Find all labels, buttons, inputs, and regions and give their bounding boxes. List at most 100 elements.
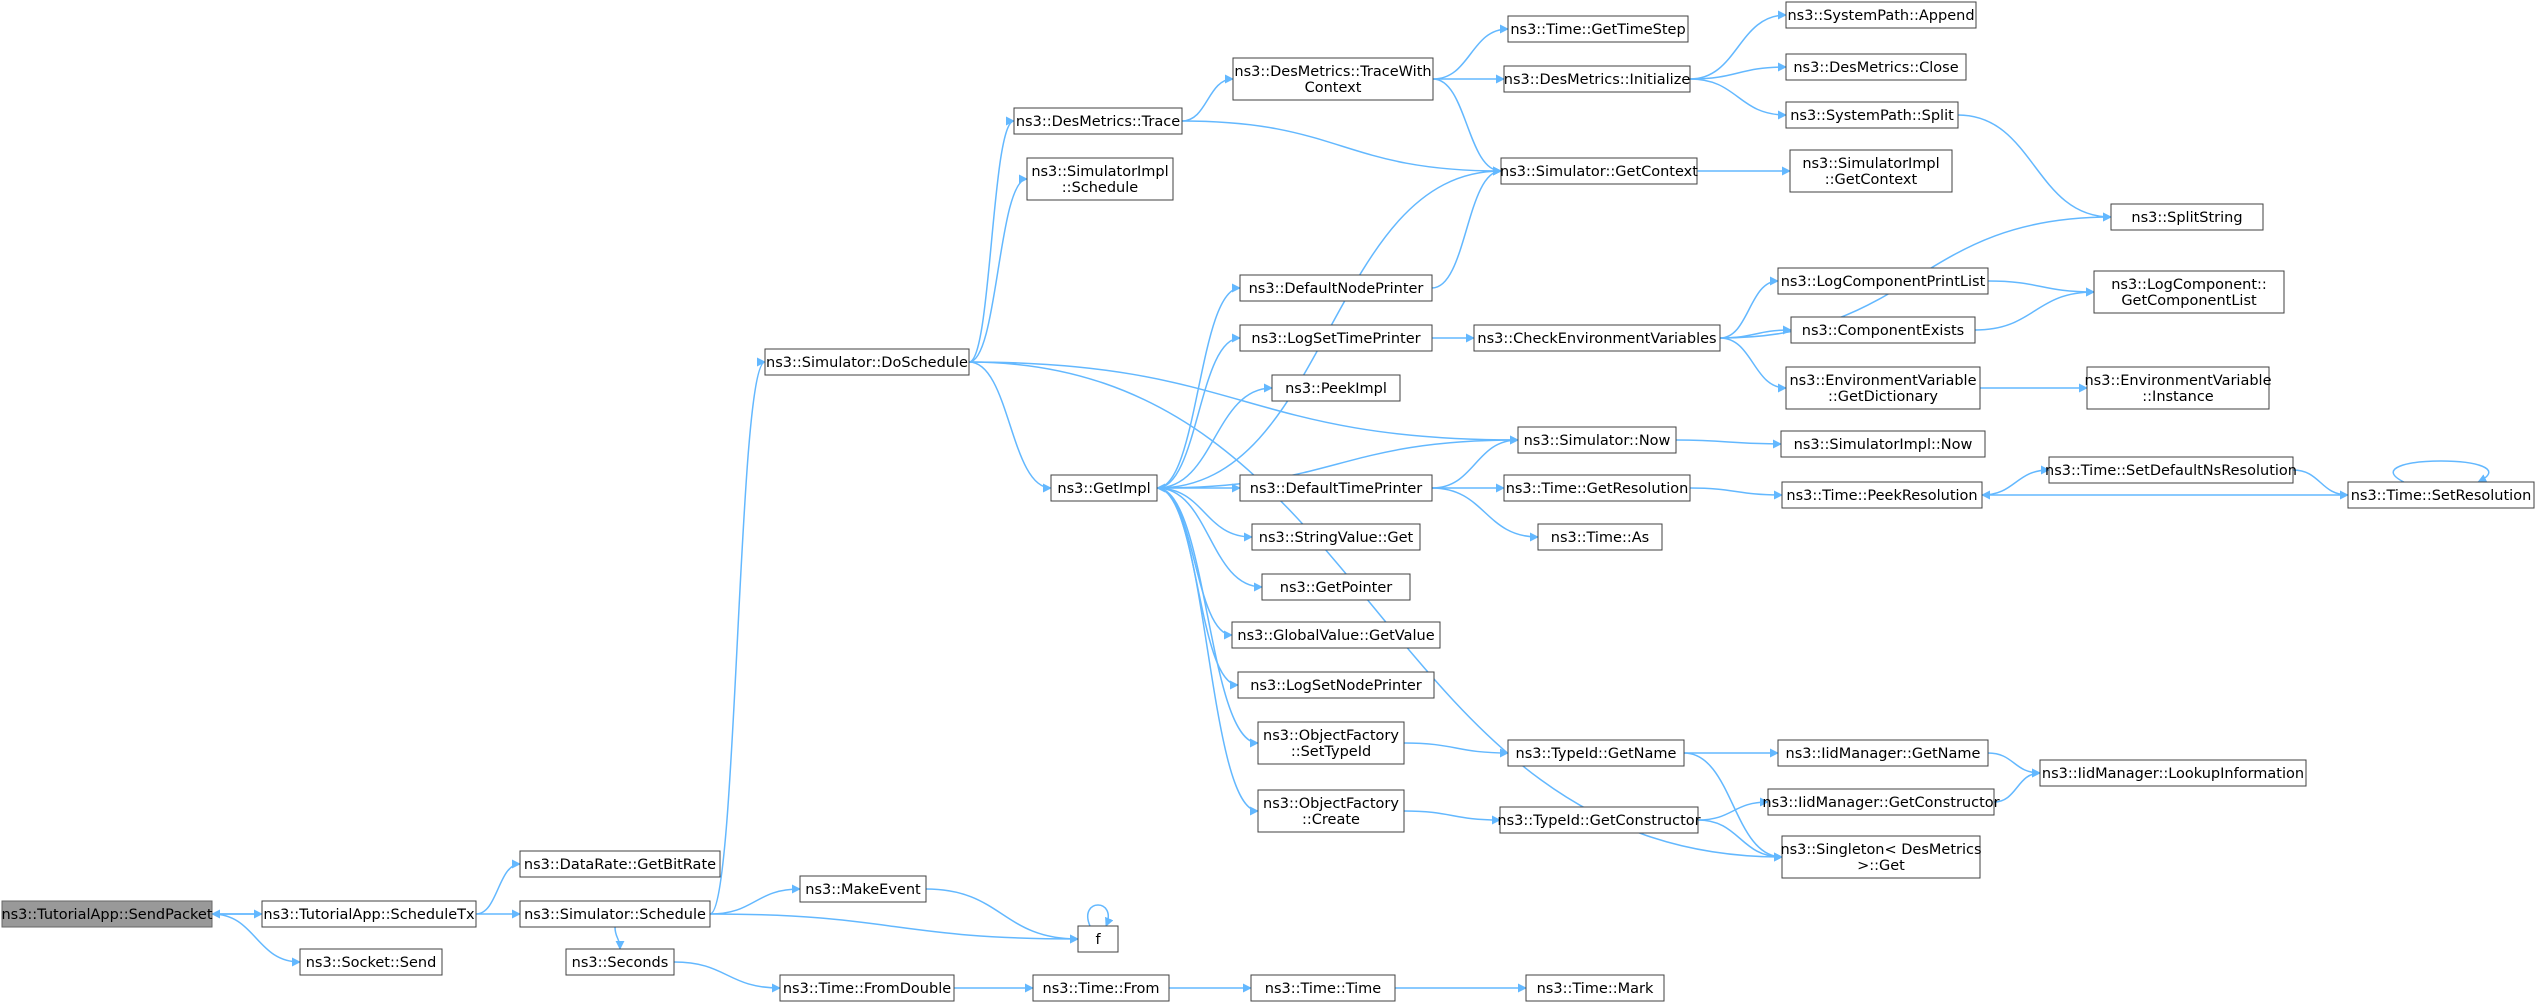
- node-socketsend[interactable]: ns3::Socket::Send: [299, 948, 443, 976]
- node-scheduletx[interactable]: ns3::TutorialApp::ScheduleTx: [261, 900, 477, 928]
- node-logcompprintlist[interactable]: ns3::LogComponentPrintList: [1777, 267, 1989, 295]
- node-box-destrace[interactable]: [1013, 107, 1183, 135]
- node-box-desclose[interactable]: [1785, 53, 1967, 81]
- node-box-timefrom[interactable]: [1032, 974, 1170, 1002]
- node-fromdouble[interactable]: ns3::Time::FromDouble: [779, 974, 955, 1002]
- node-box-tracewithcontext[interactable]: [1232, 57, 1434, 101]
- node-singletonget[interactable]: ns3::Singleton< DesMetrics >::Get: [1780, 835, 1982, 879]
- node-gettimestep[interactable]: ns3::Time::GetTimeStep: [1507, 15, 1689, 43]
- node-box-splitstring[interactable]: [2110, 203, 2264, 231]
- node-box-timemark[interactable]: [1525, 974, 1665, 1002]
- node-box-logsetnodeprinter[interactable]: [1237, 671, 1435, 699]
- node-box-timetime[interactable]: [1250, 974, 1396, 1002]
- node-logsetnodeprinter[interactable]: ns3::LogSetNodePrinter: [1237, 671, 1435, 699]
- node-box-getresolution[interactable]: [1503, 474, 1691, 502]
- node-box-getpointer[interactable]: [1261, 573, 1411, 601]
- node-box-getcontext[interactable]: [1500, 157, 1698, 185]
- node-f[interactable]: f: [1077, 925, 1119, 953]
- node-peekimpl[interactable]: ns3::PeekImpl: [1271, 374, 1401, 402]
- node-desinit[interactable]: ns3::DesMetrics::Initialize: [1503, 65, 1691, 93]
- node-timefrom[interactable]: ns3::Time::From: [1032, 974, 1170, 1002]
- node-box-doschedule[interactable]: [764, 348, 970, 376]
- node-box-peekimpl[interactable]: [1271, 374, 1401, 402]
- node-box-gettimestep[interactable]: [1507, 15, 1689, 43]
- node-box-objcreate[interactable]: [1257, 789, 1405, 833]
- node-box-simnow[interactable]: [1517, 426, 1677, 454]
- node-splitstring[interactable]: ns3::SplitString: [2110, 203, 2264, 231]
- node-box-objsettypeid[interactable]: [1257, 721, 1405, 765]
- node-box-peekresolution[interactable]: [1781, 481, 1983, 509]
- node-typeidgetname[interactable]: ns3::TypeId::GetName: [1507, 739, 1685, 767]
- node-getcontext[interactable]: ns3::Simulator::GetContext: [1500, 157, 1698, 185]
- node-pathappend[interactable]: ns3::SystemPath::Append: [1785, 1, 1977, 29]
- node-stringvalueget[interactable]: ns3::StringValue::Get: [1251, 523, 1421, 551]
- node-box-defnodeprinter[interactable]: [1239, 274, 1433, 302]
- node-objcreate[interactable]: ns3::ObjectFactory::Create: [1257, 789, 1405, 833]
- node-typeidgetctor[interactable]: ns3::TypeId::GetConstructor: [1497, 806, 1701, 834]
- node-deftimeprinter[interactable]: ns3::DefaultTimePrinter: [1239, 474, 1433, 502]
- node-box-envinstance[interactable]: [2086, 366, 2270, 410]
- node-box-compexists[interactable]: [1790, 316, 1976, 344]
- node-timemark[interactable]: ns3::Time::Mark: [1525, 974, 1665, 1002]
- node-box-implnow[interactable]: [1780, 430, 1986, 458]
- node-box-f[interactable]: [1077, 925, 1119, 953]
- node-box-logsettimeprinter[interactable]: [1239, 324, 1433, 352]
- node-box-lookupinfo[interactable]: [2039, 759, 2307, 787]
- node-box-iidgetctor[interactable]: [1767, 788, 1995, 816]
- node-setdefaultns[interactable]: ns3::Time::SetDefaultNsResolution: [2045, 456, 2297, 484]
- node-destrace[interactable]: ns3::DesMetrics::Trace: [1013, 107, 1183, 135]
- node-lookupinfo[interactable]: ns3::IidManager::LookupInformation: [2039, 759, 2307, 787]
- node-box-socketsend[interactable]: [299, 948, 443, 976]
- node-box-stringvalueget[interactable]: [1251, 523, 1421, 551]
- node-simschedule[interactable]: ns3::Simulator::Schedule: [519, 900, 711, 928]
- node-defnodeprinter[interactable]: ns3::DefaultNodePrinter: [1239, 274, 1433, 302]
- node-box-implgetcontext[interactable]: [1789, 149, 1953, 193]
- node-objsettypeid[interactable]: ns3::ObjectFactory::SetTypeId: [1257, 721, 1405, 765]
- node-iidgetctor[interactable]: ns3::IidManager::GetConstructor: [1762, 788, 2000, 816]
- node-checkenv[interactable]: ns3::CheckEnvironmentVariables: [1473, 324, 1721, 352]
- node-seconds[interactable]: ns3::Seconds: [565, 948, 675, 976]
- node-setresolution[interactable]: ns3::Time::SetResolution: [2347, 481, 2535, 509]
- node-box-typeidgetctor[interactable]: [1499, 806, 1699, 834]
- node-implnow[interactable]: ns3::SimulatorImpl::Now: [1780, 430, 1986, 458]
- node-simnow[interactable]: ns3::Simulator::Now: [1517, 426, 1677, 454]
- node-iidgetname[interactable]: ns3::IidManager::GetName: [1777, 739, 1989, 767]
- node-peekresolution[interactable]: ns3::Time::PeekResolution: [1781, 481, 1983, 509]
- node-box-simimplschedule[interactable]: [1026, 157, 1174, 201]
- node-getimpl[interactable]: ns3::GetImpl: [1050, 474, 1158, 502]
- node-box-pathappend[interactable]: [1785, 1, 1977, 29]
- node-box-getimpl[interactable]: [1050, 474, 1158, 502]
- node-box-sendpacket[interactable]: [1, 900, 213, 928]
- node-box-setresolution[interactable]: [2347, 481, 2535, 509]
- node-box-makeevent[interactable]: [799, 875, 927, 903]
- node-box-fromdouble[interactable]: [779, 974, 955, 1002]
- node-globalgetvalue[interactable]: ns3::GlobalValue::GetValue: [1231, 621, 1441, 649]
- node-box-desinit[interactable]: [1503, 65, 1691, 93]
- node-box-pathsplit[interactable]: [1785, 101, 1959, 129]
- node-simimplschedule[interactable]: ns3::SimulatorImpl::Schedule: [1026, 157, 1174, 201]
- node-envinstance[interactable]: ns3::EnvironmentVariable::Instance: [2084, 366, 2272, 410]
- node-getresolution[interactable]: ns3::Time::GetResolution: [1503, 474, 1691, 502]
- node-makeevent[interactable]: ns3::MakeEvent: [799, 875, 927, 903]
- node-timetime[interactable]: ns3::Time::Time: [1250, 974, 1396, 1002]
- node-pathsplit[interactable]: ns3::SystemPath::Split: [1785, 101, 1959, 129]
- node-box-envgetdict[interactable]: [1785, 366, 1981, 410]
- node-box-setdefaultns[interactable]: [2048, 456, 2294, 484]
- node-box-checkenv[interactable]: [1473, 324, 1721, 352]
- node-doschedule[interactable]: ns3::Simulator::DoSchedule: [764, 348, 970, 376]
- node-box-getbitrate[interactable]: [519, 850, 721, 878]
- node-box-scheduletx[interactable]: [261, 900, 477, 928]
- node-getpointer[interactable]: ns3::GetPointer: [1261, 573, 1411, 601]
- node-getcomplist[interactable]: ns3::LogComponent::GetComponentList: [2093, 270, 2285, 314]
- node-envgetdict[interactable]: ns3::EnvironmentVariable::GetDictionary: [1785, 366, 1981, 410]
- node-box-seconds[interactable]: [565, 948, 675, 976]
- node-box-typeidgetname[interactable]: [1507, 739, 1685, 767]
- node-box-logcompprintlist[interactable]: [1777, 267, 1989, 295]
- node-box-singletonget[interactable]: [1781, 835, 1981, 879]
- node-implgetcontext[interactable]: ns3::SimulatorImpl::GetContext: [1789, 149, 1953, 193]
- node-box-getcomplist[interactable]: [2093, 270, 2285, 314]
- node-box-simschedule[interactable]: [519, 900, 711, 928]
- node-logsettimeprinter[interactable]: ns3::LogSetTimePrinter: [1239, 324, 1433, 352]
- node-box-deftimeprinter[interactable]: [1239, 474, 1433, 502]
